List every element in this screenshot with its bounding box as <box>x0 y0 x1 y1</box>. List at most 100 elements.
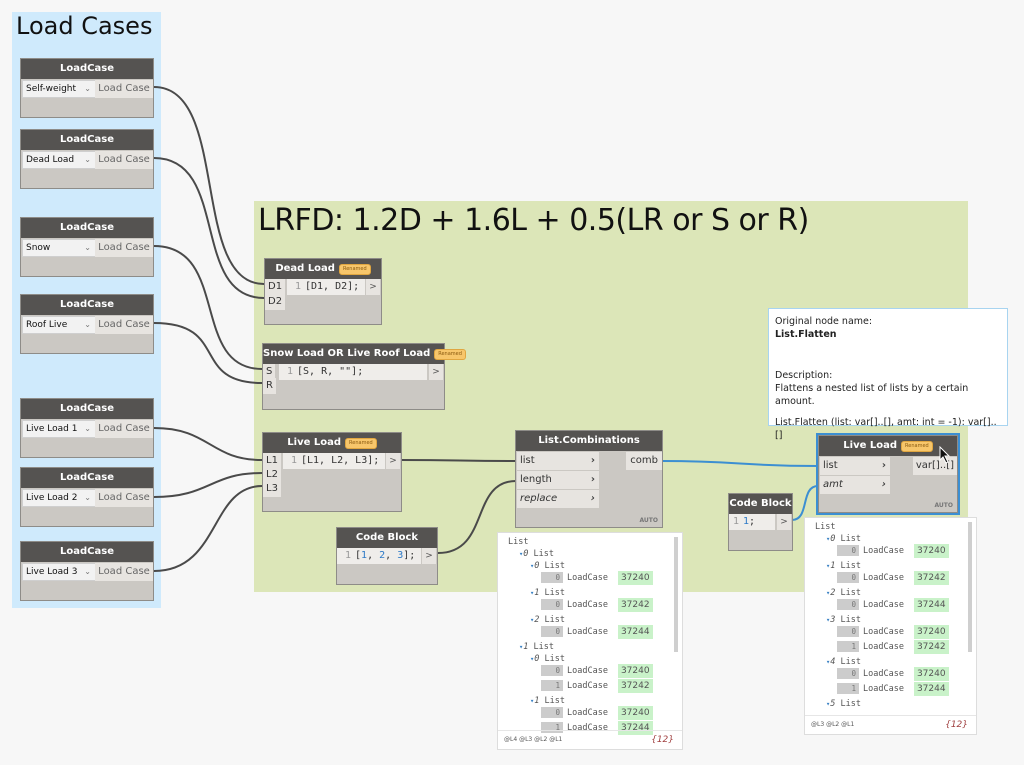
input-port-length[interactable]: length› <box>517 471 599 489</box>
loadcase-dropdown[interactable]: Live Load 1⌄ <box>22 420 96 438</box>
input-port-d1[interactable]: D1 <box>265 279 286 295</box>
code-editor[interactable]: 1[S, R, ""]; <box>279 364 427 380</box>
item-label: LoadCase <box>567 627 608 637</box>
output-port[interactable]: Load Case <box>95 489 153 507</box>
loadcase-node[interactable]: LoadCase Live Load 3⌄ Load Case <box>20 541 154 601</box>
preview-list-node: ▾1 List <box>519 640 554 654</box>
preview-list-node: ▾4 List <box>826 655 861 669</box>
expand-triangle-icon[interactable]: ▾ <box>519 550 524 558</box>
wire <box>153 86 265 285</box>
output-port[interactable]: > <box>429 364 443 380</box>
loadcase-node[interactable]: LoadCase Live Load 1⌄ Load Case <box>20 398 154 458</box>
line-number: 1 <box>290 455 297 466</box>
item-index: 0 <box>541 572 563 583</box>
expand-triangle-icon[interactable]: ▾ <box>530 655 535 663</box>
expand-triangle-icon[interactable]: ▾ <box>826 700 831 708</box>
output-port[interactable]: Load Case <box>95 151 153 169</box>
list-label: List <box>840 534 861 544</box>
expand-triangle-icon[interactable]: ▾ <box>826 562 831 570</box>
preview-list-node: ▾1 List <box>826 559 861 573</box>
output-port[interactable]: > <box>422 548 436 564</box>
node-title: LoadCase <box>21 468 153 488</box>
input-port-amt[interactable]: amt› <box>820 476 890 494</box>
loadcase-node[interactable]: LoadCase Self-weight⌄ Load Case <box>20 58 154 118</box>
output-port[interactable]: Load Case <box>95 563 153 581</box>
expand-triangle-icon[interactable]: ▾ <box>826 616 831 624</box>
loadcase-node[interactable]: LoadCase Dead Load⌄ Load Case <box>20 129 154 189</box>
output-port[interactable]: Load Case <box>95 80 153 98</box>
output-port[interactable]: > <box>386 453 400 469</box>
list-index: 2 <box>534 615 545 625</box>
loadcase-dropdown[interactable]: Snow⌄ <box>22 239 96 257</box>
loadcase-dropdown[interactable]: Live Load 2⌄ <box>22 489 96 507</box>
item-label: LoadCase <box>863 627 904 637</box>
input-port-l1[interactable]: L1 <box>263 453 281 469</box>
list-label: List <box>533 642 554 652</box>
input-port-s[interactable]: S <box>263 364 276 380</box>
input-port-l2[interactable]: L2 <box>263 467 281 483</box>
loadcase-node[interactable]: LoadCase Live Load 2⌄ Load Case <box>20 467 154 527</box>
expand-triangle-icon[interactable]: ▾ <box>530 616 535 624</box>
code-block-node[interactable]: Code Block 1[1, 2, 3]; > <box>336 527 438 585</box>
output-port[interactable]: Load Case <box>95 420 153 438</box>
output-port[interactable]: > <box>366 279 380 295</box>
output-port-comb[interactable]: comb <box>626 452 662 470</box>
dropdown-value: Snow <box>26 243 51 253</box>
code-editor[interactable]: 1[1, 2, 3]; <box>337 548 421 564</box>
item-value: 37240 <box>617 706 653 720</box>
item-value: 37244 <box>913 598 949 612</box>
node-title: LoadCase <box>21 399 153 419</box>
expand-triangle-icon[interactable]: ▾ <box>826 589 831 597</box>
item-index: 1 <box>837 683 859 694</box>
list-levels[interactable]: @L3 @L2 @L1 <box>811 721 855 728</box>
item-label: LoadCase <box>863 600 904 610</box>
wire <box>153 245 263 370</box>
item-label: LoadCase <box>863 669 904 679</box>
loadcase-dropdown[interactable]: Roof Live⌄ <box>22 316 96 334</box>
lacing-indicator[interactable]: AUTO <box>934 502 953 509</box>
input-port-l3[interactable]: L3 <box>263 481 281 497</box>
chevron-right-icon: › <box>881 479 886 490</box>
loadcase-node[interactable]: LoadCase Roof Live⌄ Load Case <box>20 294 154 354</box>
expand-triangle-icon[interactable]: ▾ <box>530 697 535 705</box>
code-editor[interactable]: 1[L1, L2, L3]; <box>283 453 385 469</box>
input-port-r[interactable]: R <box>263 378 276 394</box>
input-port-d2[interactable]: D2 <box>265 294 286 310</box>
input-port-list[interactable]: list› <box>820 457 890 475</box>
code-text: [S, R, ""]; <box>297 366 364 377</box>
expand-triangle-icon[interactable]: ▾ <box>530 562 535 570</box>
code-editor[interactable]: 1[D1, D2]; <box>287 279 365 295</box>
list-index: 1 <box>523 642 534 652</box>
list-index: 0 <box>523 549 534 559</box>
loadcase-node[interactable]: LoadCase Snow⌄ Load Case <box>20 217 154 277</box>
loadcase-dropdown[interactable]: Dead Load⌄ <box>22 151 96 169</box>
expand-triangle-icon[interactable]: ▾ <box>519 643 524 651</box>
expand-triangle-icon[interactable]: ▾ <box>826 535 831 543</box>
expand-triangle-icon[interactable]: ▾ <box>826 658 831 666</box>
scrollbar[interactable] <box>968 522 972 652</box>
loadcase-dropdown[interactable]: Live Load 3⌄ <box>22 563 96 581</box>
loadcase-dropdown[interactable]: Self-weight⌄ <box>22 80 96 98</box>
scrollbar[interactable] <box>674 537 678 652</box>
lacing-indicator[interactable]: AUTO <box>639 517 658 524</box>
output-port[interactable]: Load Case <box>95 239 153 257</box>
output-port[interactable]: Load Case <box>95 316 153 334</box>
expand-triangle-icon[interactable]: ▾ <box>530 589 535 597</box>
list-levels[interactable]: @L4 @L3 @L2 @L1 <box>504 736 563 743</box>
list-combinations-node[interactable]: List.Combinations list› length› replace›… <box>515 430 663 528</box>
output-port[interactable]: > <box>777 514 791 530</box>
input-port-list[interactable]: list› <box>517 452 599 470</box>
input-port-replace[interactable]: replace› <box>517 490 599 508</box>
code-part: ]; <box>403 550 416 561</box>
